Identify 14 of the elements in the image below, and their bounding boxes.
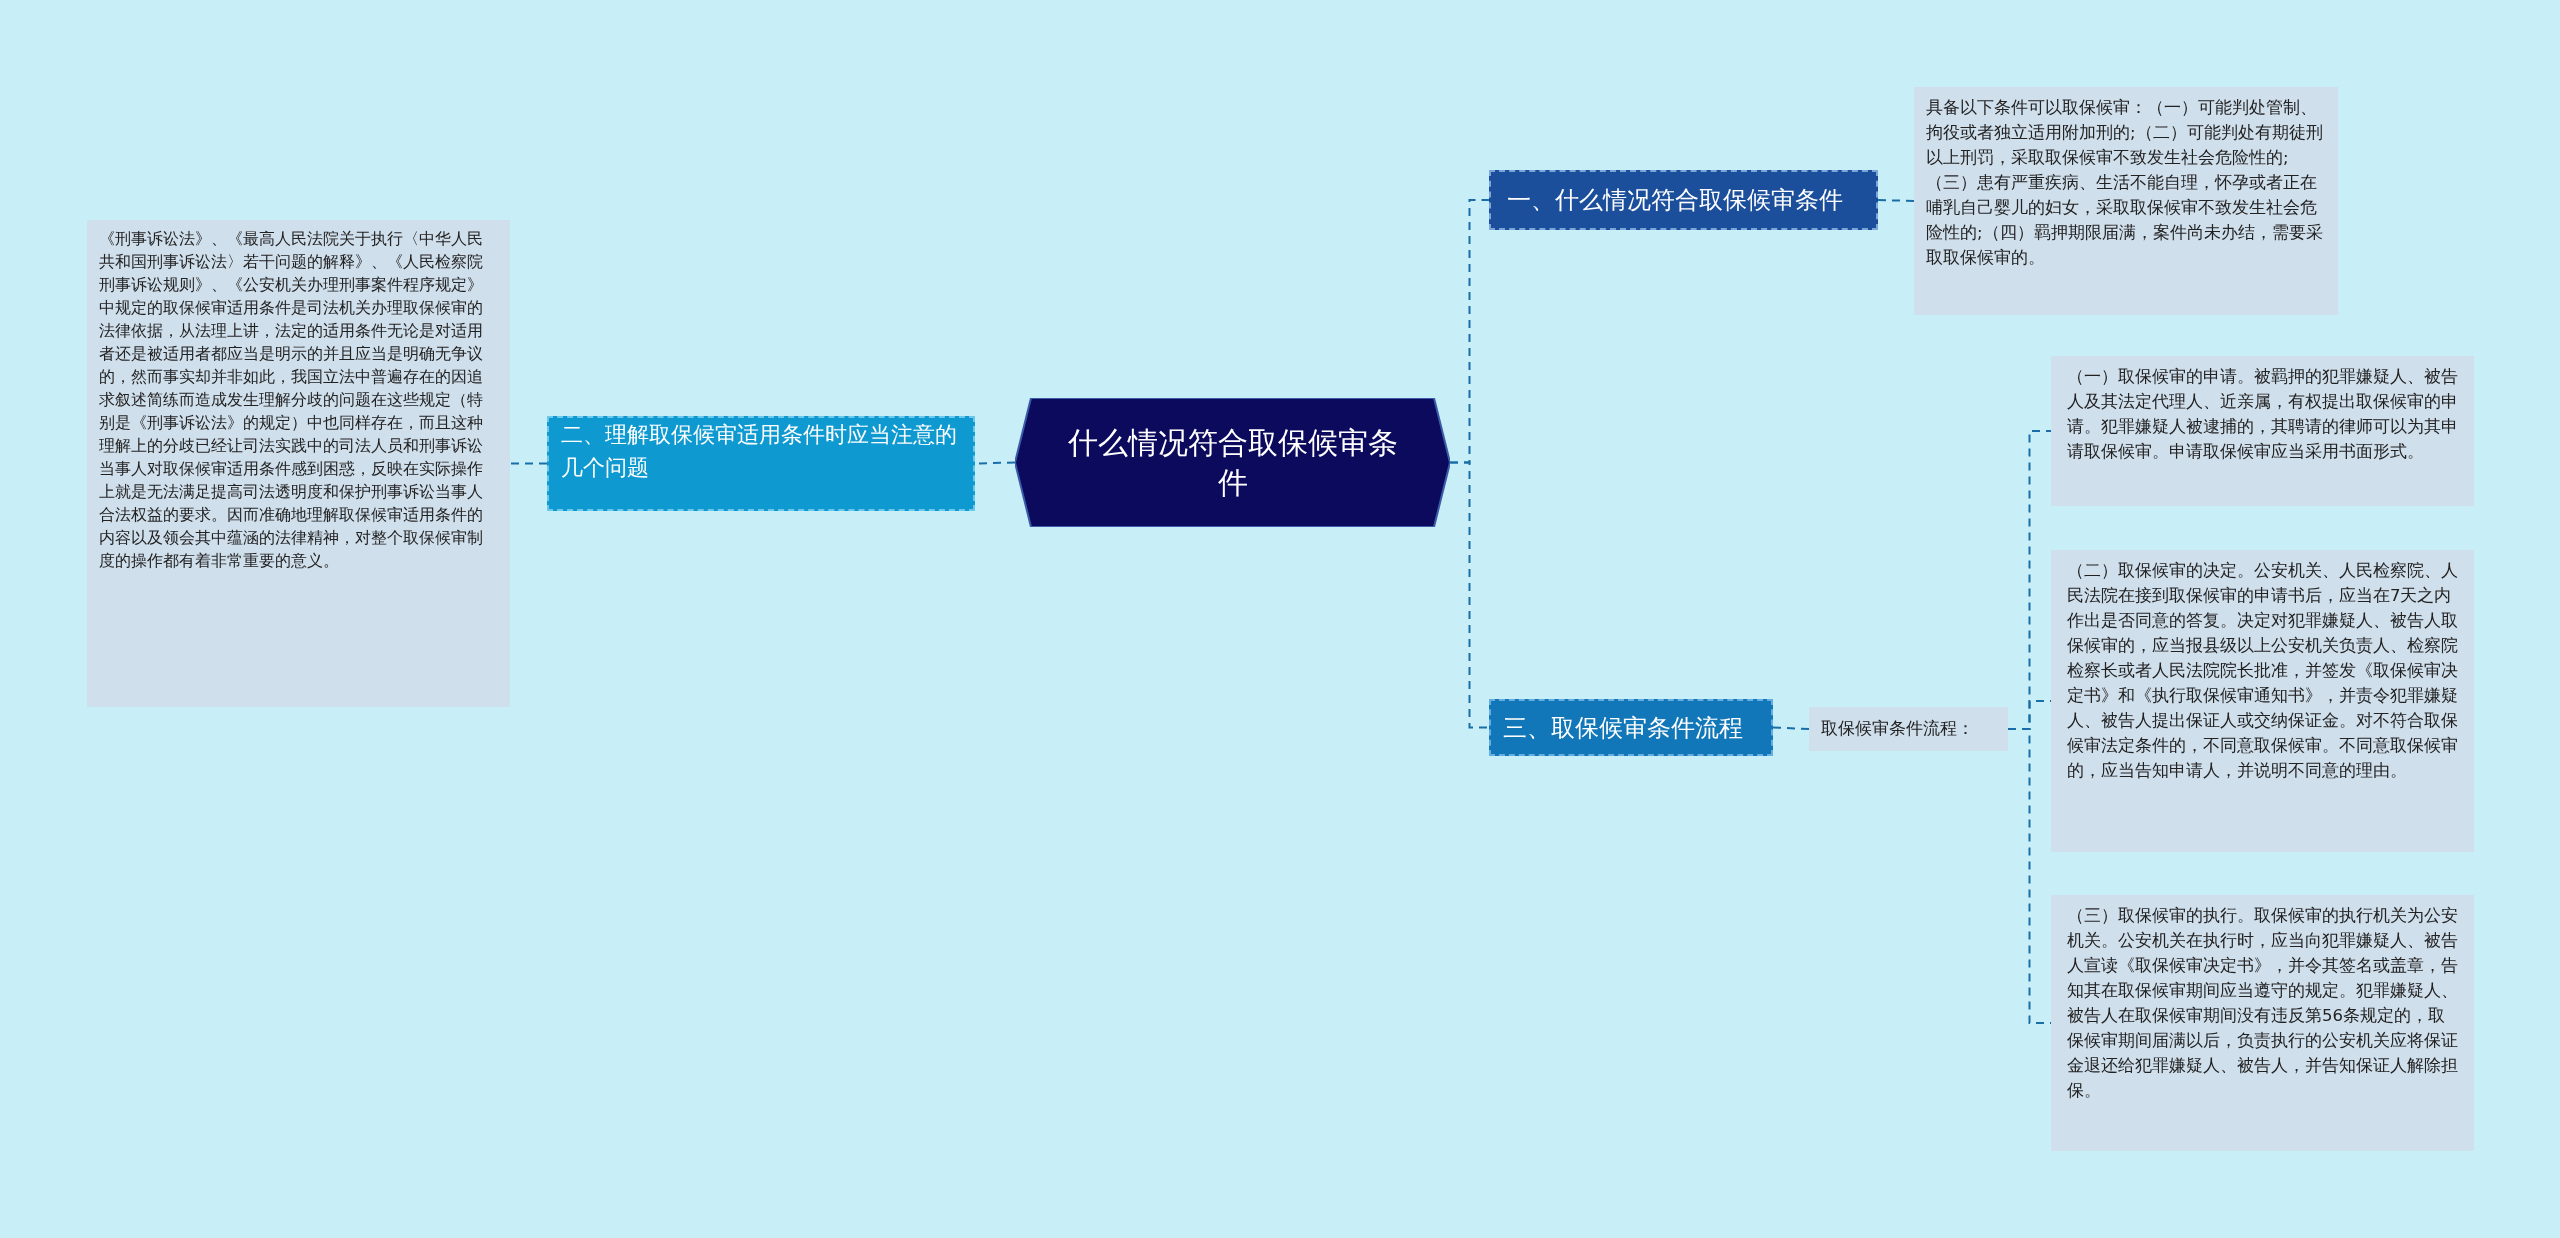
text-box: （三）取保候审的执行。取保候审的执行机关为公安机关。公安机关在执行时，应当向犯罪嫌疑人、被告人宣读《取保候审决定书》，并令其签名或盖章，告知其在取保候审期间应当遵守的规定。犯罪嫌疑人、被告人在取保候审期间没有违反第56条规定的，取保候审期间届满以后，负责执行的公安机关应将保证金退还给犯罪嫌疑人、被告人，并告知保证人解除担保。 [2051,895,2474,1151]
topic-box: 二、理解取保候审适用条件时应当注意的几个问题 [547,416,975,511]
text-box: 具备以下条件可以取保候审：（一）可能判处管制、拘役或者独立适用附加刑的;（二）可能判处有期徒刑以上刑罚，采取取保候审不致发生社会危险性的;（三）患有严重疾病、生活不能自理，怀孕或者正在哺乳自己婴儿的妇女，采取取保候审不致发生社会危险性的;（四）羁押期限届满，案件尚未办结，需要采取取保候审的。 [1914,87,2338,315]
topic-box: 三、取保候审条件流程 [1489,699,1773,756]
connector-line [1772,726,1810,730]
topic-box: 一、什么情况符合取保候审条件 [1489,170,1878,230]
text-box: （一）取保候审的申请。被羁押的犯罪嫌疑人、被告人及其法定代理人、近亲属，有权提出取保候审的申请。犯罪嫌疑人被逮捕的，其聘请的律师可以为其申请取保候审。申请取保候审应当采用书面形式。 [2051,356,2474,506]
connector-line [509,462,548,465]
central-topic: 什么情况符合取保候审条件 [1015,398,1450,527]
connector-line [1449,461,1490,729]
text-box: （二）取保候审的决定。公安机关、人民检察院、人民法院在接到取保候审的申请书后，应当在7天之内作出是否同意的答复。决定对犯罪嫌疑人、被告人取保候审的，应当报县级以上公安机关负责人、检察院检察长或者人民法院院长批准，并签发《取保候审决定书》和《执行取保候审通知书》，并责令犯罪嫌疑人、被告人提出保证人或交纳保证金。对不符合取保候审法定条件的，不同意取保候审。不同意取保候审的，应当告知申请人，并说明不同意的理由。 [2051,550,2474,852]
connector-line [1877,199,1915,202]
text-box: 《刑事诉讼法》、《最高人民法院关于执行〈中华人民共和国刑事诉讼法〉若干问题的解释》、《人民检察院刑事诉讼规则》、《公安机关办理刑事案件程序规定》中规定的取保候审适用条件是司法机关办理取保候审的法律依据，从法理上讲，法定的适用条件无论是对适用者还是被适用者都应当是明示的并且应当是明确无争议的，然而事实却并非如此，我国立法中普遍存在的因追求叙述简练而造成发生理解分歧的问题在这些规定（特别是《刑事诉讼法》的规定）中也同样存在，而且这种理解上的分歧已经让司法实践中的司法人员和刑事诉讼当事人对取保候审适用条件感到困惑，反映在实际操作上就是无法满足提高司法透明度和保护刑事诉讼当事人合法权益的要求。因而准确地理解取保候审适用条件的内容以及领会其中蕴涵的法律精神，对整个取保候审制度的操作都有着非常重要的意义。 [87,220,510,707]
text-box: 取保候审条件流程： [1809,707,2008,751]
